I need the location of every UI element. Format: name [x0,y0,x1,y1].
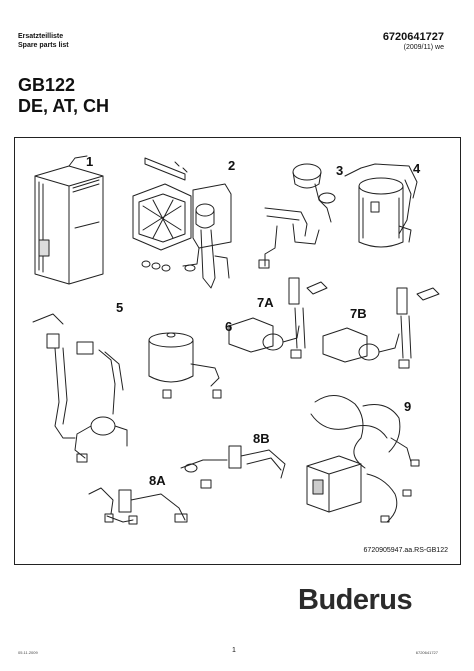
group-6-label: 6 [225,319,232,334]
group-5-hydraulic-drawing [32,313,128,463]
group-8a-valve-drawing [88,487,188,525]
model-countries: DE, AT, CH [18,96,110,116]
footer-date: 05.11.2009 [18,650,38,655]
model-name: GB122 [18,75,76,95]
header-left: Ersatzteilliste Spare parts list [18,32,69,50]
group-9-label: 9 [404,399,411,414]
doc-title-en: Spare parts list [18,42,69,49]
document-date: (2009/11) we [403,44,444,51]
group-7b-pump-drawing [322,287,440,369]
document-number: 6720641727 [382,31,444,43]
group-8a-label: 8A [149,473,166,488]
group-3-burner-drawing [258,163,336,269]
brand-logo: Buderus [298,584,413,616]
group-5-label: 5 [116,300,123,315]
page-title: GB122 DE, AT, CH [18,75,109,117]
group-7a-label: 7A [257,295,274,310]
group-3-label: 3 [336,163,343,178]
parts-drawing: 1 2 3 4 5 6 7A 7B 8A 8B 9 [32,154,440,525]
group-2-label: 2 [228,158,235,173]
group-9-control-unit-drawing [306,395,420,523]
group-7a-pump-drawing [228,277,328,359]
figure-code: 6720905947.aa.RS-GB122 [363,547,448,554]
page-number: 1 [232,647,236,654]
group-8b-valve-drawing [180,445,286,489]
group-1-label: 1 [86,154,93,169]
header-right: 6720641727 (2009/11) we [383,31,444,51]
exploded-view-figure: 1 2 3 4 5 6 7A 7B 8A 8B 9 6720905947.aa.… [14,137,461,565]
group-2-heat-exchanger-drawing [132,157,232,289]
group-6-expansion-vessel-drawing [148,332,222,399]
group-4-label: 4 [413,161,421,176]
group-7b-label: 7B [350,306,367,321]
group-1-casing-drawing [34,155,104,285]
group-8b-label: 8B [253,431,270,446]
group-4-tank-drawing [344,163,418,248]
footer-doc-number: 6720641727 [415,650,438,655]
doc-title-de: Ersatzteilliste [18,33,64,40]
